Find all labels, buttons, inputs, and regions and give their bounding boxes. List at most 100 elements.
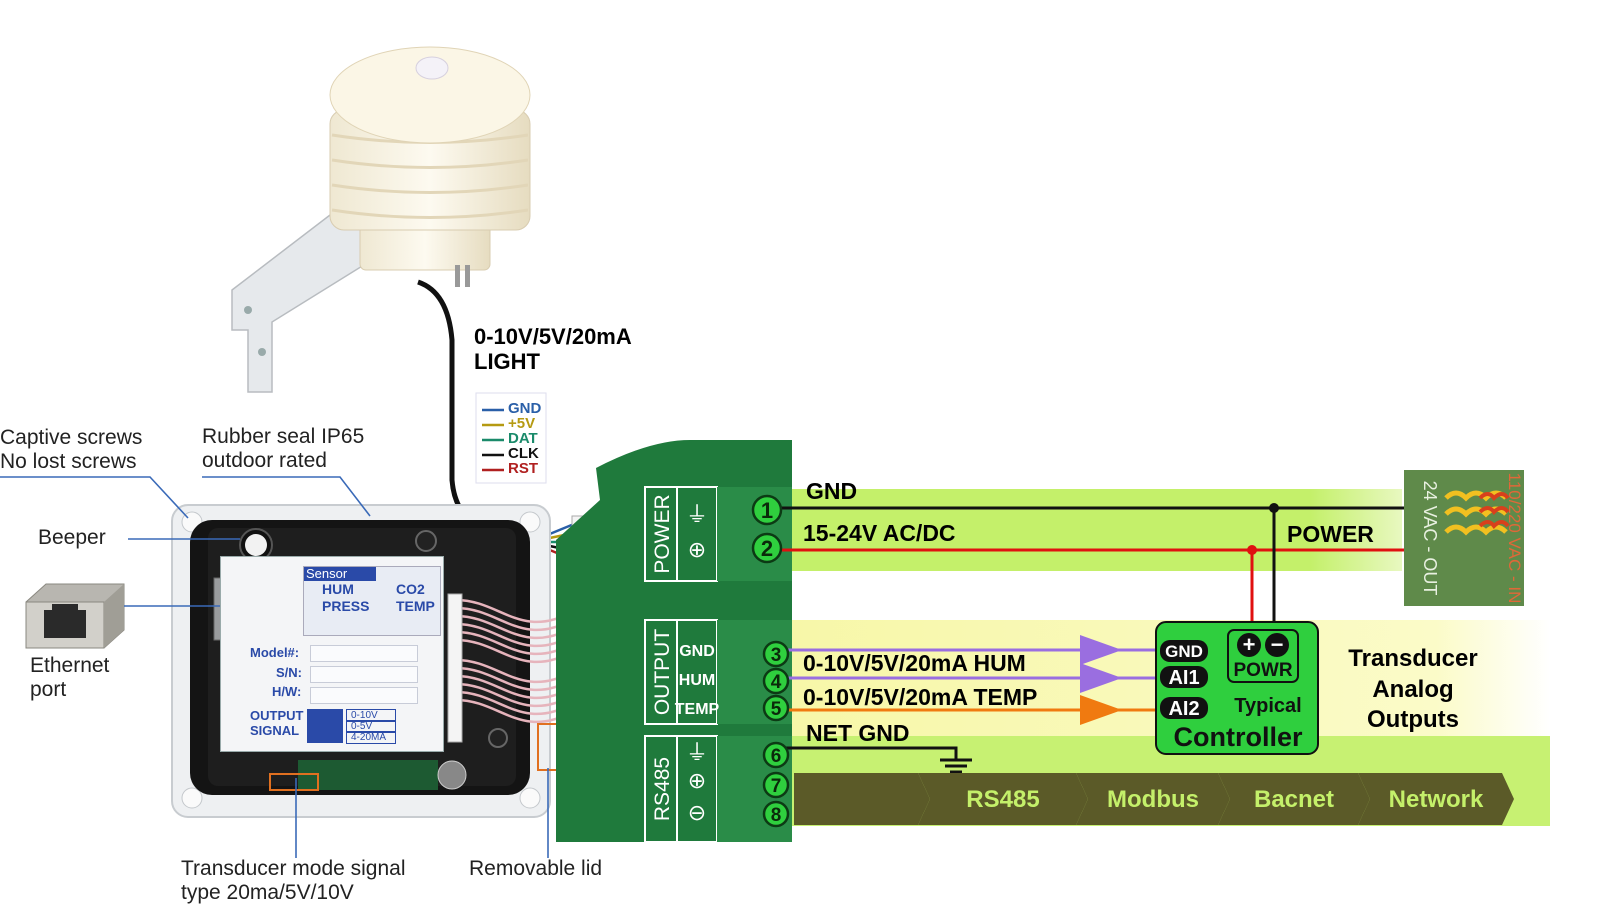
sensor-press: PRESS <box>322 598 370 614</box>
removable-lid-label: Removable lid <box>469 857 603 880</box>
beeper-label: Beeper <box>38 526 106 549</box>
ribbon-cable <box>455 598 573 724</box>
legend-gnd: GND <box>508 400 542 417</box>
power-label: POWER <box>1287 521 1374 547</box>
controller-box <box>1155 621 1319 755</box>
sensor-heading: Sensor <box>304 567 376 581</box>
rs485-plus-symbol: ⊕ <box>688 768 706 793</box>
terminal-badge-4: 4 <box>762 667 790 695</box>
signal-option-4-20ma: 4-20MA <box>346 731 396 744</box>
sensor-type-label: LIGHT <box>474 349 540 374</box>
legend-dat: DAT <box>508 430 538 447</box>
rs485-minus-symbol: ⊖ <box>688 800 706 825</box>
analog-outputs-line3: Outputs <box>1367 706 1459 733</box>
sensor-temp: TEMP <box>396 598 435 614</box>
network-label-rs485: RS485 <box>966 786 1039 813</box>
controller-name: Controller <box>1173 722 1302 752</box>
network-segment-2: Modbus <box>1076 773 1230 825</box>
terminal-badge-3: 3 <box>762 640 790 668</box>
power-band <box>790 489 1402 571</box>
output-signal-line2: SIGNAL <box>250 723 300 738</box>
label-model-field: Model#: <box>250 645 300 660</box>
label-hw-field: H/W: <box>272 684 302 699</box>
sensor-signal-label: 0-10V/5V/20mA <box>474 324 632 349</box>
terminal-badge-5: 5 <box>762 694 790 722</box>
wire-legend-box <box>475 392 547 484</box>
terminal-badge-1: 1 <box>751 494 783 526</box>
rs485-group-title: RS485 <box>651 757 674 821</box>
legend-5v: +5V <box>508 415 536 432</box>
terminal-badges: 1 2 3 4 5 6 7 8 <box>751 494 790 828</box>
callout-leaders <box>0 476 549 858</box>
controller-typical-label: Typical <box>1234 695 1301 717</box>
ethernet-label-1: Ethernet <box>30 654 110 677</box>
terminal-badge-8: 8 <box>762 800 790 828</box>
controller-minus-icon: − <box>1271 632 1284 657</box>
dip-switch-block <box>307 709 343 743</box>
output-pin-hum: HUM <box>679 672 715 689</box>
terminal-number: 7 <box>771 776 782 797</box>
terminal-number: 4 <box>771 672 782 693</box>
rs485-gnd-symbol: ⏚ <box>686 740 708 765</box>
net-gnd-wire <box>780 746 958 760</box>
controller-plus-icon: + <box>1243 632 1256 657</box>
power-gnd-symbol: ⏚ <box>686 502 708 527</box>
rubber-seal-label-1: Rubber seal IP65 <box>202 425 365 448</box>
network-segment-1: RS485 <box>918 773 1088 825</box>
terminal-number: 1 <box>761 498 773 523</box>
network-label-modbus: Modbus <box>1107 786 1199 813</box>
terminal-number: 3 <box>771 645 782 666</box>
output-pin-temp: TEMP <box>675 701 720 718</box>
captive-screws-label-2: No lost screws <box>0 450 137 473</box>
transformer <box>1404 470 1524 606</box>
hum-signal-label: 0-10V/5V/20mA HUM <box>803 650 1026 676</box>
output-pin-gnd: GND <box>679 643 715 660</box>
field-lines <box>310 645 418 704</box>
transformer-secondary-label: 24 VAC - OUT <box>1420 481 1440 596</box>
terminal-board <box>556 440 792 843</box>
gnd-wire-label: GND <box>806 478 858 504</box>
transformer-primary-label: 110/220 VAC - IN <box>1505 473 1524 604</box>
terminal-badge-2: 2 <box>751 532 783 564</box>
temp-signal-label: 0-10V/5V/20mA TEMP <box>803 684 1038 710</box>
network-label-bacnet: Bacnet <box>1254 786 1334 813</box>
analog-outputs-line2: Analog <box>1372 676 1454 703</box>
network-segment-3: Bacnet <box>1218 773 1370 825</box>
rubber-seal-label-2: outdoor rated <box>202 449 327 472</box>
controller-pin-ai1: AI1 <box>1168 667 1199 689</box>
controller-pin-ai2: AI2 <box>1168 698 1199 720</box>
net-gnd-label: NET GND <box>806 720 910 746</box>
captive-screws-label-1: Captive screws <box>0 426 143 449</box>
analog-outputs-line1: Transducer <box>1348 645 1478 672</box>
terminal-number: 8 <box>771 805 782 826</box>
power-group-title: POWER <box>651 494 674 573</box>
terminal-badge-6: 6 <box>762 741 790 769</box>
legend-clk: CLK <box>508 445 539 462</box>
network-label-network: Network <box>1389 786 1484 813</box>
network-segment-4: Network <box>1358 773 1514 825</box>
transducer-mode-label-1: Transducer mode signal <box>181 857 406 880</box>
controller-pin-gnd: GND <box>1165 642 1203 661</box>
output-signal-line1: OUTPUT <box>250 708 304 723</box>
light-sensor <box>231 46 531 393</box>
ground-symbol <box>940 758 972 774</box>
sensor-co2: CO2 <box>396 581 425 597</box>
legend-rst: RST <box>508 460 538 477</box>
mode-jumper-highlight <box>269 773 319 791</box>
label-sn-field: S/N: <box>276 665 302 680</box>
network-bar: RS485 Modbus Bacnet Network <box>794 773 1514 825</box>
terminal-badge-7: 7 <box>762 771 790 799</box>
terminal-number: 5 <box>771 699 782 720</box>
terminal-number: 6 <box>771 746 782 767</box>
controller-power-label: POWR <box>1233 660 1292 681</box>
terminal-number: 2 <box>761 536 773 561</box>
output-group-title: OUTPUT <box>651 629 674 716</box>
transducer-mode-label-2: type 20ma/5V/10V <box>181 881 354 904</box>
wire-legend-swatches <box>482 408 504 472</box>
power-plus-symbol: ⊕ <box>688 537 706 562</box>
signal-option-0-10v: 0-10V <box>346 709 396 722</box>
power-input-label: 15-24V AC/DC <box>803 520 956 546</box>
signal-option-0-5v: 0-5V <box>346 720 396 733</box>
sensor-hum: HUM <box>322 581 354 597</box>
